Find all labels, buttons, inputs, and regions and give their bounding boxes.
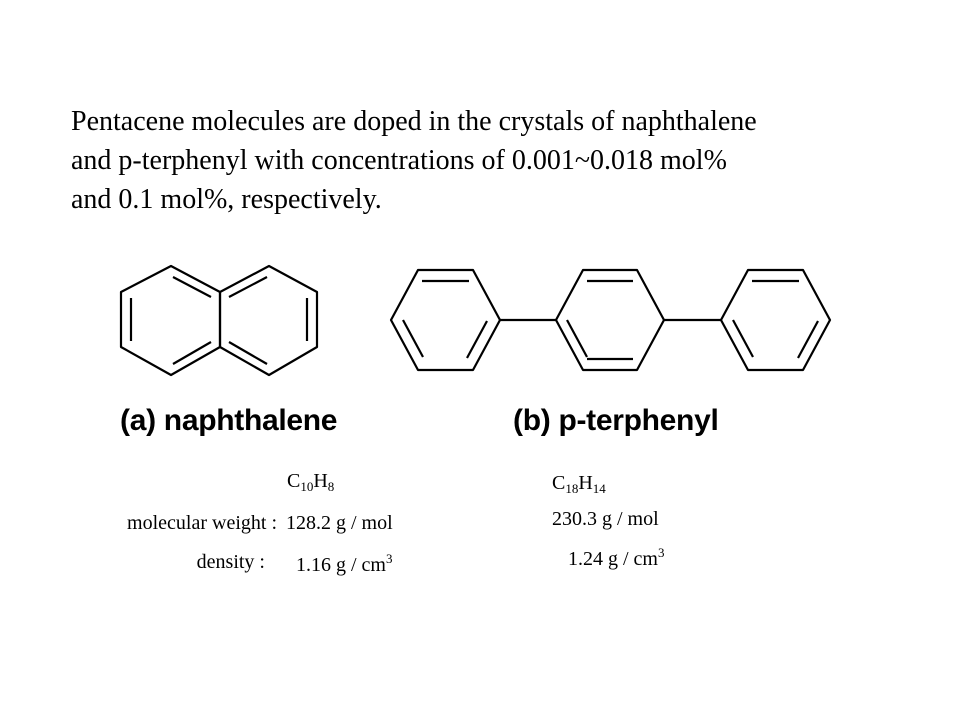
intro-line-3: and 0.1 mol%, respectively.: [71, 184, 382, 215]
terphenyl-molecular-weight: 230.3 g / mol: [552, 508, 659, 530]
terphenyl-caption: (b) p-terphenyl: [513, 404, 719, 437]
naphthalene-double-bond: [228, 276, 268, 298]
naphthalene-structure: [119, 264, 319, 377]
naphthalene-double-bond: [172, 276, 212, 298]
terphenyl-double-bond: [402, 319, 424, 358]
terphenyl-double-bond: [566, 319, 588, 358]
naphthalene-molecular-weight: 128.2 g / mol: [286, 512, 393, 534]
intro-line-1: Pentacene molecules are doped in the cry…: [71, 106, 757, 137]
terphenyl-double-bond: [732, 319, 754, 358]
naphthalene-left-ring: [119, 264, 222, 377]
terphenyl-structure: [389, 268, 832, 372]
terphenyl-ring-2: [554, 268, 666, 372]
naphthalene-formula: C10H8: [287, 470, 335, 494]
terphenyl-ring-3: [719, 268, 832, 372]
naphthalene-caption: (a) naphthalene: [120, 404, 338, 437]
naphthalene-double-bond: [228, 341, 268, 365]
terphenyl-ring-1: [389, 268, 502, 372]
intro-line-2: and p-terphenyl with concentrations of 0…: [71, 145, 727, 176]
terphenyl-formula: C18H14: [552, 472, 606, 496]
density-label: density :: [196, 551, 265, 573]
naphthalene-double-bond: [172, 341, 212, 365]
naphthalene-right-ring: [218, 264, 319, 377]
terphenyl-double-bond: [466, 320, 488, 359]
molecular-weight-label: molecular weight :: [127, 512, 277, 534]
terphenyl-density: 1.24 g / cm3: [568, 545, 665, 570]
intro-paragraph: Pentacene molecules are doped in the cry…: [71, 102, 901, 219]
terphenyl-double-bond: [797, 320, 819, 359]
naphthalene-density: 1.16 g / cm3: [296, 551, 393, 576]
